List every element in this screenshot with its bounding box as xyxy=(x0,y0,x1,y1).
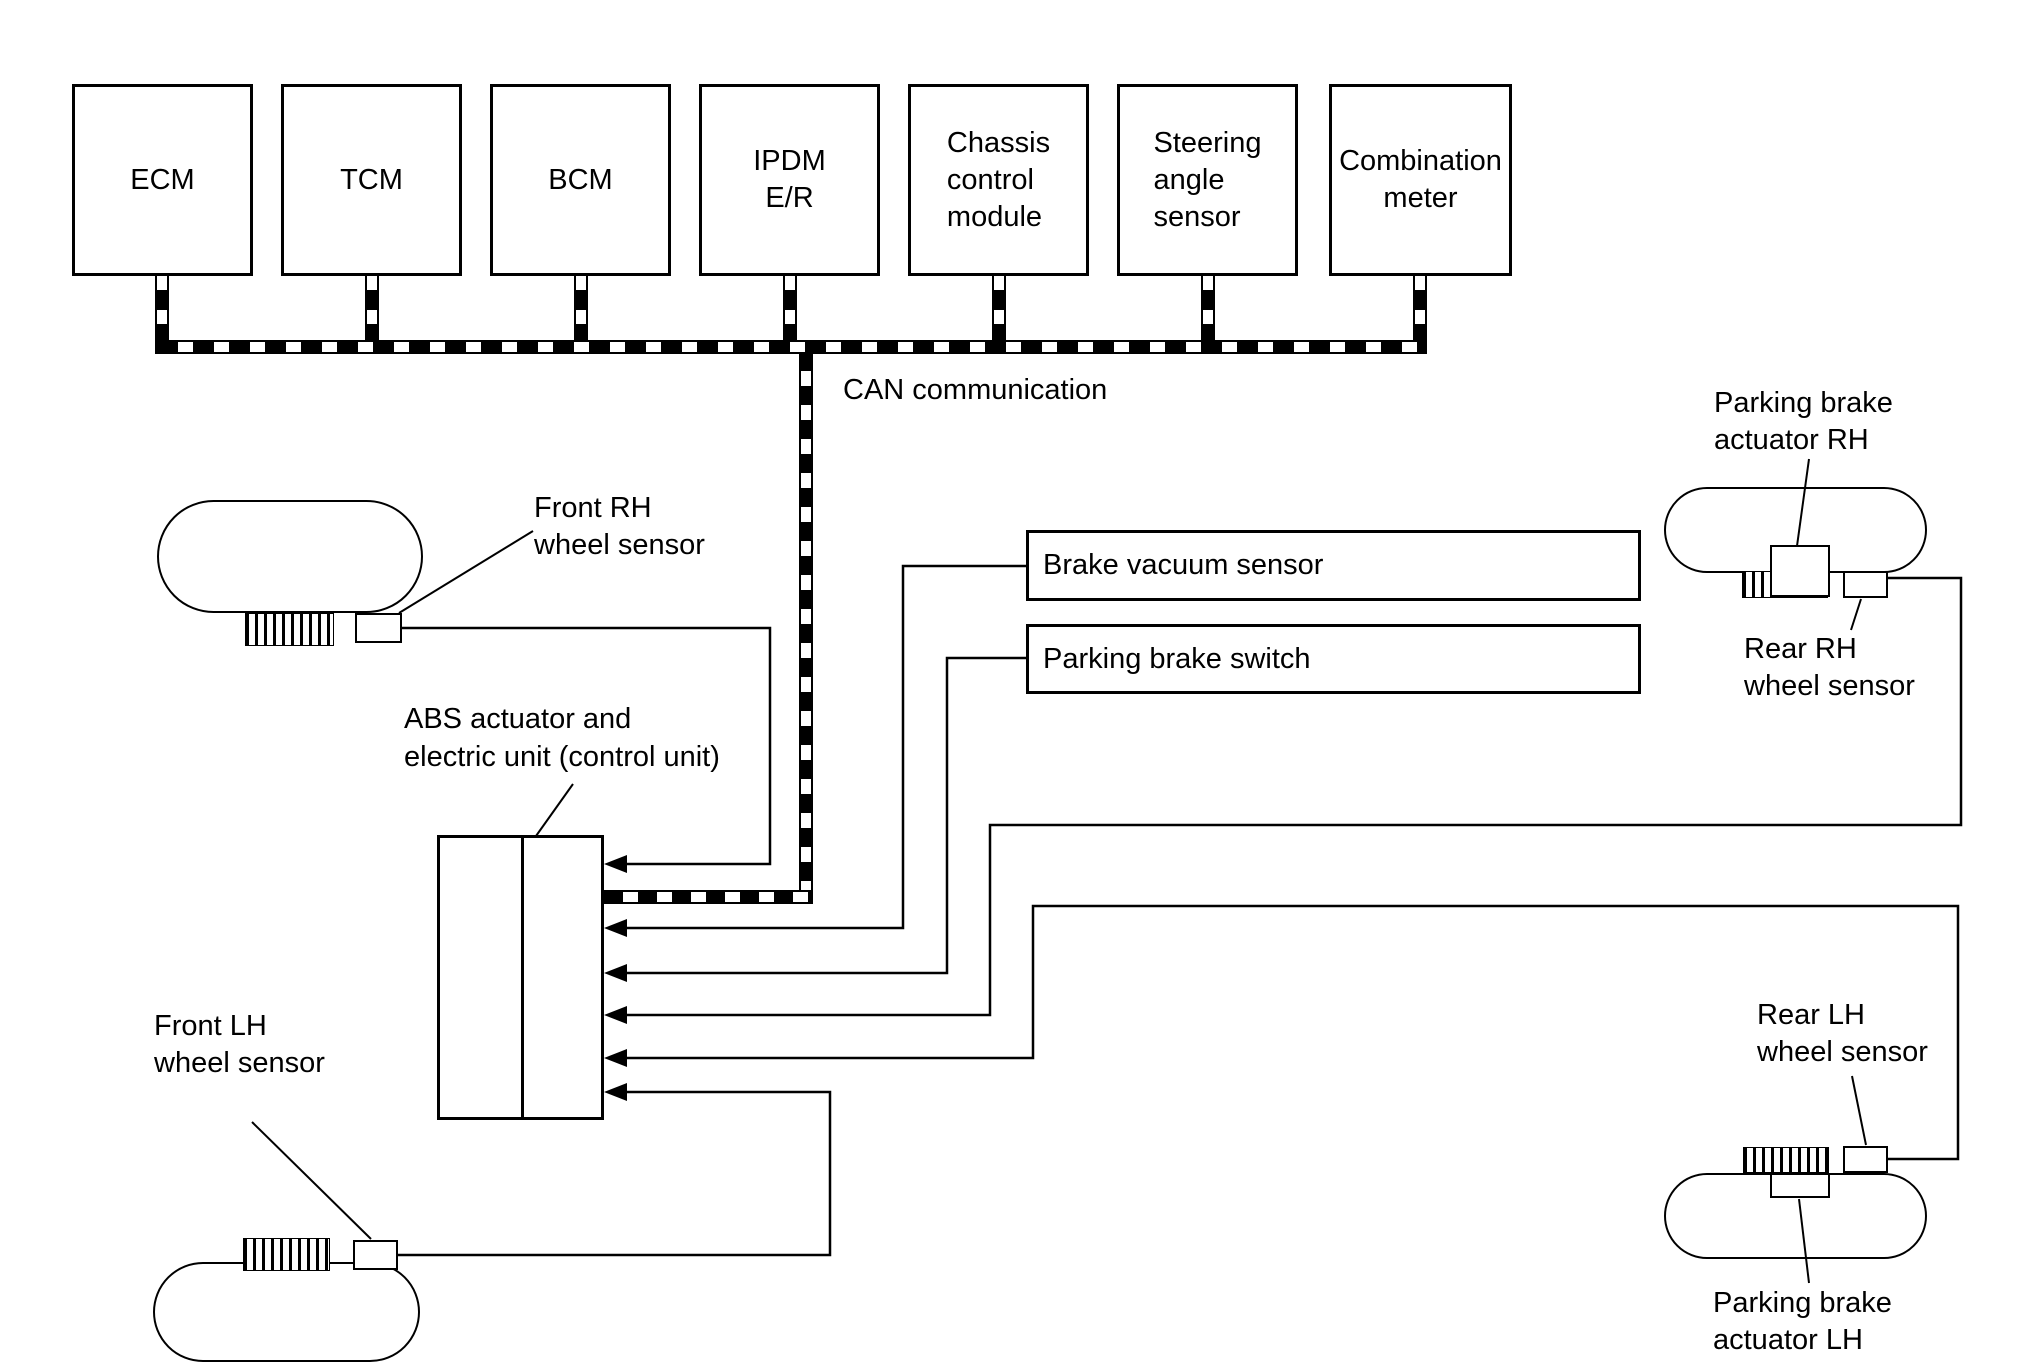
can-stub-bcm xyxy=(574,276,588,342)
can-drop-vertical xyxy=(799,352,813,904)
rear-lh-wheel-sensor xyxy=(1843,1146,1888,1173)
wire-brake-vacuum xyxy=(623,564,1026,930)
arrowhead-brake-vacuum xyxy=(604,919,627,937)
rear-lh-sensor-rotor xyxy=(1743,1147,1829,1173)
parking-brake-actuator-lh-label: Parking brake actuator LH xyxy=(1713,1287,1892,1356)
front-lh-wheel-sensor xyxy=(353,1240,398,1270)
front-lh-wheel xyxy=(153,1262,420,1362)
leader-front-rh xyxy=(398,530,534,614)
arrowhead-front-rh xyxy=(604,855,627,873)
rear-rh-wheel-sensor-label: Rear RH wheel sensor xyxy=(1744,633,1915,702)
rear-lh-wheel-sensor-label: Rear LH wheel sensor xyxy=(1757,999,1928,1068)
brake-vacuum-sensor-label: Brake vacuum sensor xyxy=(1043,549,1324,581)
abs-actuator-box xyxy=(437,835,604,1120)
leader-parking-lh xyxy=(1798,1198,1810,1284)
leader-front-lh xyxy=(251,1121,372,1240)
can-stub-ipdm-er xyxy=(783,276,797,342)
parking-brake-actuator-rh-label: Parking brake actuator RH xyxy=(1714,387,1893,456)
front-rh-wheel xyxy=(157,500,423,613)
module-box-combination-meter: Combination meter xyxy=(1329,84,1512,276)
module-box-ipdm-er: IPDM E/R xyxy=(699,84,880,276)
wire-front-rh xyxy=(402,626,772,866)
can-stub-ecm xyxy=(155,276,169,342)
module-label-tcm: TCM xyxy=(340,163,403,196)
can-stub-steering-angle xyxy=(1201,276,1215,342)
module-label-combination-meter: Combination meter xyxy=(1339,145,1502,214)
abs-actuator-label: ABS actuator and electric unit (control … xyxy=(404,703,720,773)
module-label-ipdm-er: IPDM E/R xyxy=(753,145,826,214)
wire-rear-rh xyxy=(623,576,1963,1017)
module-label-bcm: BCM xyxy=(548,163,613,196)
leader-rear-rh xyxy=(1850,598,1862,631)
module-box-bcm: BCM xyxy=(490,84,671,276)
module-box-steering-angle: Steering angle sensor xyxy=(1117,84,1298,276)
module-box-ecm: ECM xyxy=(72,84,253,276)
can-stub-combination-meter xyxy=(1413,276,1427,342)
module-label-chassis-control: Chassis control module xyxy=(946,126,1051,233)
parking-brake-switch-label: Parking brake switch xyxy=(1043,642,1311,675)
can-drop-horizontal xyxy=(604,890,813,904)
front-rh-wheel-sensor xyxy=(355,613,402,643)
abs-actuator-divider xyxy=(521,838,524,1117)
parking-brake-actuator-lh xyxy=(1770,1173,1830,1198)
parking-brake-switch-box: Parking brake switch xyxy=(1026,624,1641,694)
arrowhead-rear-rh xyxy=(604,1006,627,1024)
arrowhead-front-lh xyxy=(604,1083,627,1101)
wire-rear-lh xyxy=(623,904,1960,1161)
leader-parking-rh xyxy=(1796,458,1810,547)
front-lh-sensor-rotor xyxy=(243,1238,330,1271)
can-bus-label: CAN communication xyxy=(843,374,1108,406)
front-rh-wheel-sensor-label: Front RH wheel sensor xyxy=(534,492,705,561)
arrowhead-parking-switch xyxy=(604,964,627,982)
front-rh-sensor-rotor xyxy=(245,613,334,646)
module-box-chassis-control: Chassis control module xyxy=(908,84,1089,276)
parking-brake-actuator-rh xyxy=(1770,545,1830,597)
leader-rear-lh xyxy=(1851,1075,1867,1146)
rear-rh-wheel-sensor xyxy=(1843,571,1888,598)
wire-parking-switch xyxy=(623,656,1026,975)
can-bus-line xyxy=(155,340,1427,354)
leader-abs xyxy=(535,783,574,837)
arrowhead-rear-lh xyxy=(604,1049,627,1067)
front-lh-wheel-sensor-label: Front LH wheel sensor xyxy=(154,1010,325,1079)
module-label-ecm: ECM xyxy=(130,163,195,196)
module-box-tcm: TCM xyxy=(281,84,462,276)
can-stub-chassis-control xyxy=(992,276,1006,342)
can-stub-tcm xyxy=(365,276,379,342)
module-label-steering-angle: Steering angle sensor xyxy=(1153,126,1262,233)
brake-vacuum-sensor-box: Brake vacuum sensor xyxy=(1026,530,1641,601)
wire-front-lh xyxy=(398,1090,832,1257)
